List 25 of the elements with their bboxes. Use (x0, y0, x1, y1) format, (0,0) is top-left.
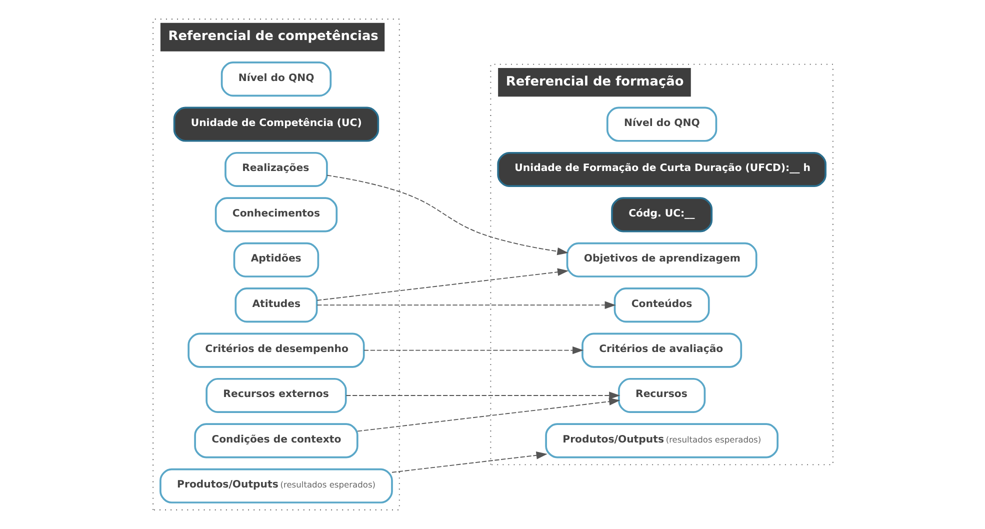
node-box: Conhecimentos (214, 197, 338, 232)
arrow (345, 392, 620, 400)
node-box: Realizações (224, 152, 328, 188)
node-box: Nível do QNQ (606, 106, 717, 142)
node-box: Objetivos de aprendizagem (566, 242, 757, 278)
node-box: Produtos/Outputs (resultados esperados) (544, 423, 778, 458)
node-box: Critérios de avaliação (581, 332, 742, 368)
node-box: Conteúdos (613, 288, 710, 323)
arrow (391, 452, 547, 473)
node-box: Aptidões (232, 242, 319, 278)
node-box: Recursos (618, 378, 706, 414)
node-box: Condições de contexto (194, 423, 358, 458)
node-box: Nível do QNQ (220, 62, 332, 97)
node-box: Atitudes (234, 288, 318, 323)
node-box: Produtos/Outputs (resultados esperados) (159, 468, 392, 504)
node-box: Critérios de desempenho (187, 332, 364, 368)
node-box: Unidade de Competência (UC) (172, 106, 379, 142)
arrow (363, 346, 584, 354)
arrow (316, 301, 616, 309)
arrow (316, 268, 568, 301)
node-box: Códg. UC:__ (610, 197, 712, 232)
arrow (326, 174, 568, 256)
node-box: Recursos externos (205, 378, 346, 414)
node-box: Unidade de Formação de Curta Duração (UFCD):__ h (496, 152, 826, 188)
arrow (356, 398, 620, 432)
